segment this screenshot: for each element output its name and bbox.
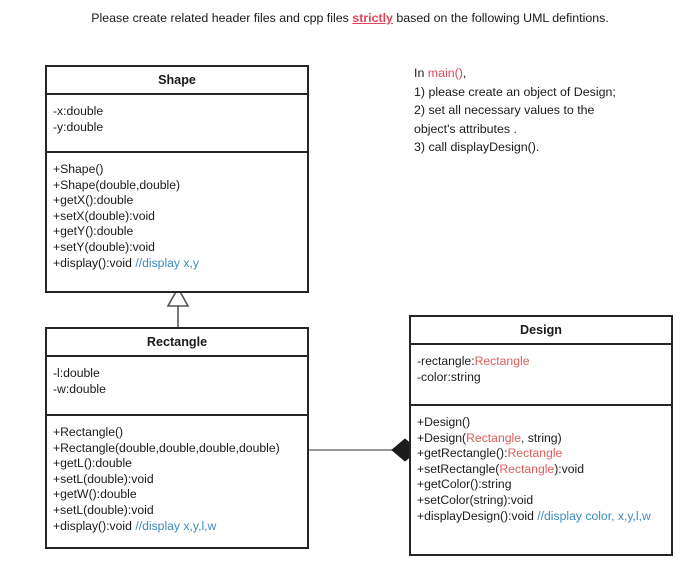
operation-row: +Shape() bbox=[53, 162, 104, 176]
class-operations-design: +Design() +Design(Rectangle, string) +ge… bbox=[411, 406, 671, 524]
uml-class-design: Design -rectangle:Rectangle -color:strin… bbox=[409, 315, 673, 556]
uml-class-rectangle: Rectangle -l:double -w:double +Rectangle… bbox=[45, 327, 309, 549]
class-operations-rectangle: +Rectangle() +Rectangle(double,double,do… bbox=[47, 416, 307, 534]
operation-row: +setX(double):void bbox=[53, 208, 155, 223]
attribute-row: -rectangle:Rectangle bbox=[417, 354, 671, 370]
prompt-emphasis-strictly: strictly bbox=[352, 11, 393, 25]
attribute-type-ref: Rectangle bbox=[474, 354, 530, 368]
main-instructions-block: In main(), 1) please create an object of… bbox=[414, 64, 664, 157]
operation-signature: +getRectangle(): bbox=[417, 446, 508, 461]
operation-signature: +displayDesign():void bbox=[417, 508, 538, 523]
operation-comment: //display x,y bbox=[135, 255, 199, 270]
operation-row: +display():void //display x,y,l,w bbox=[53, 519, 307, 535]
operation-row: +getRectangle():Rectangle bbox=[417, 446, 671, 462]
operation-signature: +display():void bbox=[53, 518, 136, 533]
operation-row: +setL(double):void bbox=[53, 502, 154, 517]
class-attributes-shape: -x:double -y:double bbox=[47, 95, 307, 153]
operation-signature: +setRectangle( bbox=[417, 461, 500, 476]
operation-row: +getX():double bbox=[53, 193, 134, 208]
operation-row: +Rectangle(double,double,double,double) bbox=[53, 440, 280, 455]
class-operations-shape: +Shape() +Shape(double,double) +getX():d… bbox=[47, 153, 307, 271]
operation-row: +setColor(string):void bbox=[417, 493, 671, 509]
class-attributes-design: -rectangle:Rectangle -color:string bbox=[411, 345, 671, 406]
prompt-line: Please create related header files and c… bbox=[0, 10, 700, 26]
instruction-step: 3) call displayDesign(). bbox=[414, 140, 540, 154]
lead-suffix: , bbox=[462, 66, 467, 80]
operation-row: +getW():double bbox=[53, 487, 137, 502]
lead-prefix: In bbox=[414, 66, 428, 80]
operation-row: +display():void //display x,y bbox=[53, 256, 307, 272]
instruction-step: 2) set all necessary values to the bbox=[414, 103, 595, 117]
operation-comment: //display color, x,y,l,w bbox=[537, 508, 651, 523]
operation-signature: +Design( bbox=[417, 430, 467, 445]
operation-row: +setY(double):void bbox=[53, 239, 155, 254]
attribute-name: -color:string bbox=[417, 369, 481, 384]
class-title-rectangle: Rectangle bbox=[47, 329, 307, 357]
operation-row: +Rectangle() bbox=[53, 425, 124, 439]
attribute-row: -l:double bbox=[53, 366, 100, 380]
operation-row: +Shape(double,double) bbox=[53, 177, 181, 192]
operation-row: +Design(Rectangle, string) bbox=[417, 431, 671, 447]
operation-type-ref: Rectangle bbox=[507, 446, 563, 461]
operation-signature: +getColor():string bbox=[417, 477, 512, 492]
operation-row: +getY():double bbox=[53, 224, 134, 239]
operation-row: +Design() bbox=[417, 415, 671, 431]
attribute-row: -x:double bbox=[53, 104, 104, 118]
prompt-text-before: Please create related header files and c… bbox=[91, 11, 353, 25]
operation-signature-tail: ):void bbox=[554, 461, 585, 476]
operation-row: +getColor():string bbox=[417, 477, 671, 493]
operation-signature: +display():void bbox=[53, 255, 136, 270]
operation-row: +setRectangle(Rectangle):void bbox=[417, 462, 671, 478]
class-title-shape: Shape bbox=[47, 67, 307, 95]
operation-type-ref: Rectangle bbox=[499, 461, 555, 476]
attribute-row: -w:double bbox=[53, 381, 106, 396]
operation-signature: +Design() bbox=[417, 415, 471, 429]
operation-comment: //display x,y,l,w bbox=[135, 518, 217, 533]
attribute-name: -rectangle: bbox=[417, 354, 475, 368]
operation-row: +setL(double):void bbox=[53, 471, 154, 486]
uml-class-shape: Shape -x:double -y:double +Shape() +Shap… bbox=[45, 65, 309, 293]
operation-type-ref: Rectangle bbox=[466, 430, 522, 445]
attribute-row: -y:double bbox=[53, 119, 104, 134]
instruction-step: object's attributes . bbox=[414, 121, 517, 136]
class-attributes-rectangle: -l:double -w:double bbox=[47, 357, 307, 416]
class-title-design: Design bbox=[411, 317, 671, 345]
operation-signature-tail: , string) bbox=[521, 430, 562, 445]
operation-signature: +setColor(string):void bbox=[417, 492, 534, 507]
main-keyword: main() bbox=[427, 66, 463, 80]
instruction-step: 1) please create an object of Design; bbox=[414, 84, 616, 99]
operation-row: +displayDesign():void //display color, x… bbox=[417, 509, 671, 525]
operation-row: +getL():double bbox=[53, 456, 132, 471]
prompt-text-after: based on the following UML defintions. bbox=[392, 11, 609, 25]
attribute-row: -color:string bbox=[417, 370, 671, 386]
main-instructions-lead: In main(), bbox=[414, 64, 664, 83]
